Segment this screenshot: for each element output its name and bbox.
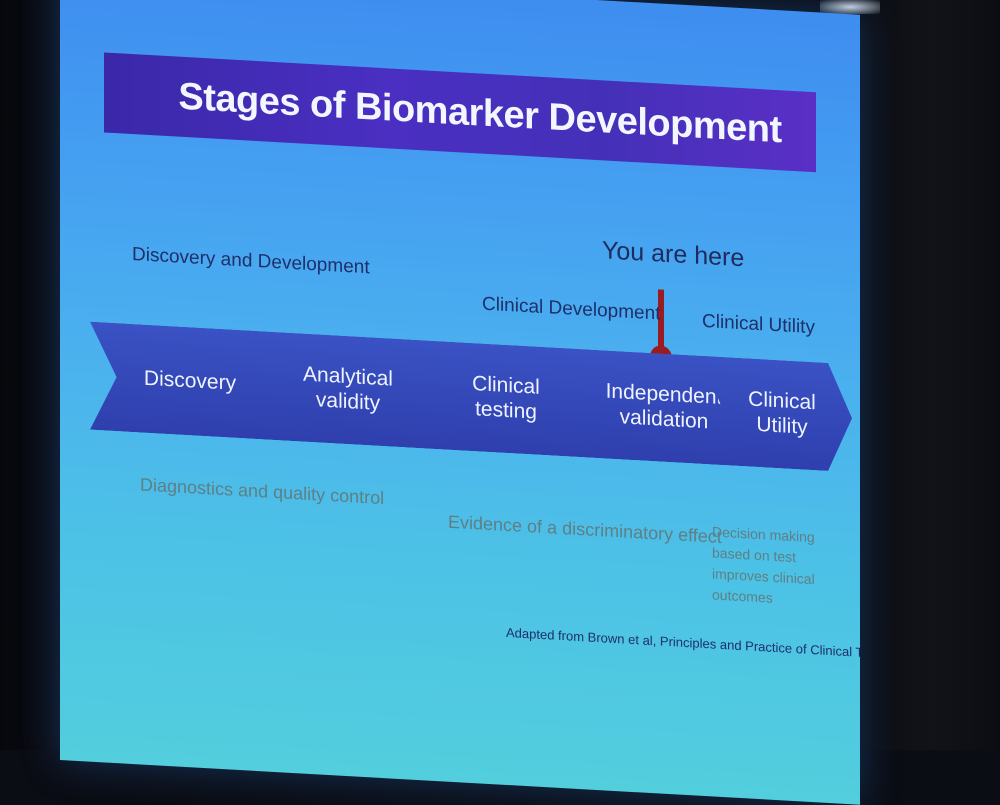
- stage-chevron-analytical-validity: Analytical validity: [248, 331, 438, 450]
- stage-chevron-clinical-testing: Clinical testing: [406, 339, 596, 458]
- stage-label: Clinical testing: [472, 372, 540, 424]
- stage-label: Analytical validity: [303, 362, 393, 415]
- you-are-here-label: You are here: [602, 236, 745, 273]
- projection-screen: Stages of Biomarker Development Discover…: [60, 0, 860, 805]
- description-discriminatory-effect: Evidence of a discriminatory effect: [448, 511, 722, 548]
- stage-label: Clinical Utility: [748, 387, 816, 439]
- ceiling-light: [820, 0, 880, 14]
- stage-chevron-clinical-utility: Clinical Utility: [702, 356, 852, 472]
- phase-label-clinical-development: Clinical Development: [482, 293, 661, 325]
- phase-label-discovery-development: Discovery and Development: [132, 244, 370, 279]
- stage-label: Discovery: [143, 366, 237, 395]
- title-bar: Stages of Biomarker Development: [104, 52, 816, 173]
- description-diagnostics: Diagnostics and quality control: [140, 474, 385, 509]
- phase-label-clinical-utility: Clinical Utility: [702, 310, 815, 339]
- stage-chevron-discovery: Discovery: [90, 322, 280, 441]
- citation-text: Adapted from Brown et al, Principles and…: [506, 624, 860, 662]
- stage-label: Independent validation: [605, 379, 723, 434]
- slide-title: Stages of Biomarker Development: [178, 75, 782, 151]
- description-decision-making: Decision making based on test improves c…: [712, 523, 815, 606]
